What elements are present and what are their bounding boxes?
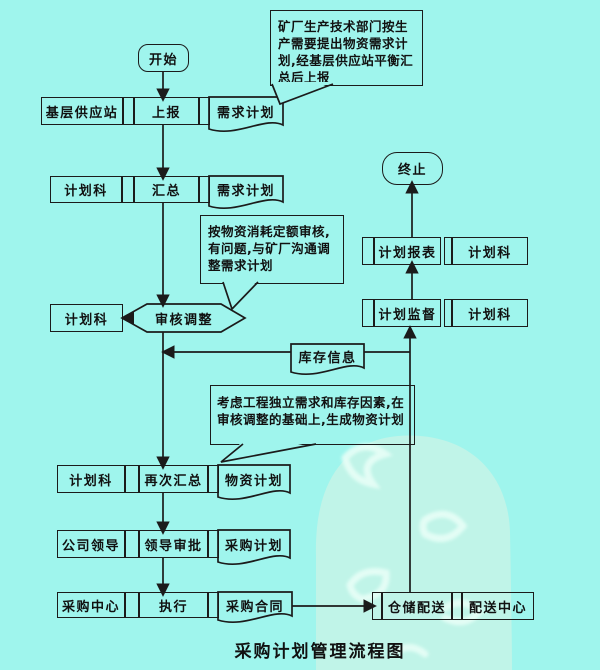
end-node: 终止: [382, 152, 443, 185]
row5-side-bar-left: [125, 592, 139, 618]
report-action-box: 计划报表: [374, 237, 441, 265]
row4-action-box: 领导审批: [139, 530, 208, 558]
report-divider-bar: [444, 237, 452, 265]
warehouse-divider-bar: [452, 592, 462, 620]
row3-side-bar-left: [125, 465, 139, 493]
inventory-document-label: 库存信息: [298, 350, 357, 366]
row4-document-label: 采购计划: [224, 538, 283, 554]
supervision-action-box: 计划监督: [374, 299, 441, 327]
start-node: 开始: [138, 44, 189, 72]
row5-document-label: 采购合同: [225, 599, 284, 615]
row3-actor-box: 计划科: [57, 465, 125, 493]
row2-actor-box: 计划科: [50, 176, 122, 203]
review-decision-label: 审核调整: [154, 312, 213, 328]
diagram-title: 采购计划管理流程图: [234, 642, 406, 662]
warehouse-side-bar: [372, 592, 382, 620]
row1-actor-box: 基层供应站: [41, 97, 123, 125]
supervision-divider-bar: [444, 299, 452, 327]
row2-side-bar-left: [122, 176, 134, 203]
row1-document-label: 需求计划: [216, 105, 275, 121]
row5-action-box: 执行: [139, 592, 208, 618]
review-actor-box: 计划科: [50, 304, 123, 332]
row4-actor-box: 公司领导: [57, 530, 125, 558]
warehouse-actor-box: 配送中心: [462, 592, 534, 620]
row1-action-box: 上报: [134, 97, 199, 125]
row3-document-label: 物资计划: [224, 473, 283, 489]
callout-review-note: 按物资消耗定额审核,有问题,与矿厂沟通调整需求计划: [200, 215, 344, 284]
callout-material-plan-note: 考虑工程独立需求和库存因素,在审核调整的基础上,生成物资计划: [210, 385, 415, 445]
report-side-bar: [362, 237, 374, 265]
row3-action-box: 再次汇总: [139, 465, 208, 493]
supervision-actor-box: 计划科: [452, 299, 528, 327]
row2-document-label: 需求计划: [216, 184, 275, 199]
callout-demand-plan-note: 矿厂生产技术部门按生产需要提出物资需求计划,经基层供应站平衡汇总后上报: [270, 10, 423, 86]
row5-actor-box: 采购中心: [57, 592, 125, 618]
warehouse-action-box: 仓储配送: [382, 592, 452, 620]
report-actor-box: 计划科: [452, 237, 528, 265]
row1-side-bar-left: [123, 97, 134, 125]
row2-action-box: 汇总: [134, 176, 199, 203]
row4-side-bar-left: [125, 530, 139, 558]
supervision-side-bar: [362, 299, 374, 327]
